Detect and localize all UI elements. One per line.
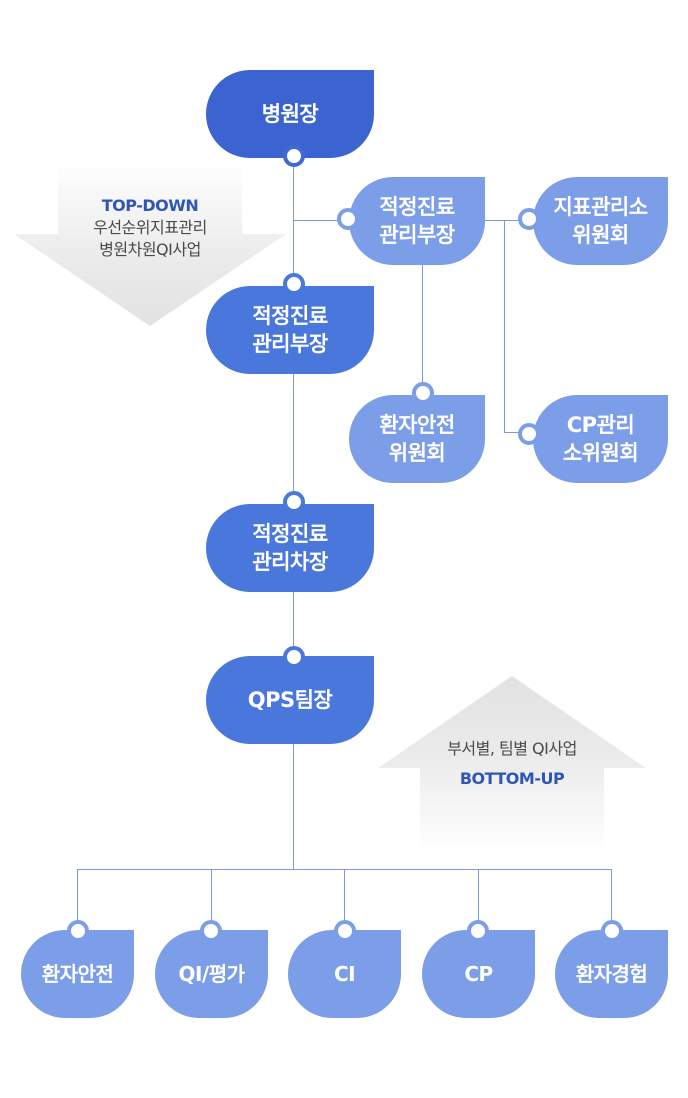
top-down-label: TOP-DOWN 우선순위지표관리 병원차원QI사업 — [44, 195, 256, 261]
node-safety-committee: 환자안전 위원회 — [349, 395, 485, 483]
node-vp-side: 적정진료 관리부장 — [349, 177, 485, 265]
bottom-up-line-1: 부서별, 팀별 QI사업 — [447, 739, 577, 758]
team-drop-1 — [77, 869, 78, 931]
team-drop-2 — [211, 869, 212, 931]
team-drop-4 — [478, 869, 479, 931]
branch-line-to-indicator — [480, 220, 530, 221]
dot-qps-lead — [283, 646, 305, 668]
dot-safety-committee — [412, 382, 434, 404]
branch-line-to-vp-side — [293, 220, 345, 221]
top-down-line-2: 병원차원QI사업 — [99, 240, 201, 259]
dot-vp-side — [337, 208, 359, 230]
dot-deputy — [283, 491, 305, 513]
dot-team-3 — [334, 920, 356, 942]
dot-indicator-committee — [518, 208, 540, 230]
bottom-up-arrow — [378, 676, 646, 852]
top-down-arrow — [14, 160, 286, 326]
dot-team-5 — [601, 920, 623, 942]
node-indicator-committee: 지표관리소 위원회 — [533, 177, 668, 265]
dot-vp-center — [283, 273, 305, 295]
team-node-1: 환자안전 — [21, 930, 134, 1018]
team-node-5: 환자경험 — [555, 930, 668, 1018]
branch-line-to-cp — [504, 432, 526, 433]
node-director: 병원장 — [206, 70, 374, 158]
team-node-2: QI/평가 — [155, 930, 268, 1018]
dot-team-4 — [467, 920, 489, 942]
dot-director — [283, 145, 305, 167]
vertical-line-safety — [422, 264, 423, 392]
node-vp-center: 적정진료 관리부장 — [206, 286, 374, 374]
vertical-line-cp — [504, 220, 505, 432]
team-node-3: CI — [288, 930, 401, 1018]
node-qps-lead: QPS팀장 — [206, 656, 374, 744]
dot-cp-committee — [518, 423, 540, 445]
top-down-line-1: 우선순위지표관리 — [93, 218, 207, 237]
team-drop-3 — [344, 869, 345, 931]
team-drop-5 — [611, 869, 612, 931]
node-cp-committee: CP관리 소위원회 — [533, 395, 668, 483]
bottom-up-keyword: BOTTOM-UP — [459, 769, 565, 788]
dot-team-1 — [67, 920, 89, 942]
top-down-keyword: TOP-DOWN — [101, 196, 199, 215]
dot-team-2 — [200, 920, 222, 942]
node-deputy: 적정진료 관리차장 — [206, 504, 374, 592]
bottom-up-label: 부서별, 팀별 QI사업 BOTTOM-UP — [408, 738, 616, 790]
team-node-4: CP — [422, 930, 535, 1018]
